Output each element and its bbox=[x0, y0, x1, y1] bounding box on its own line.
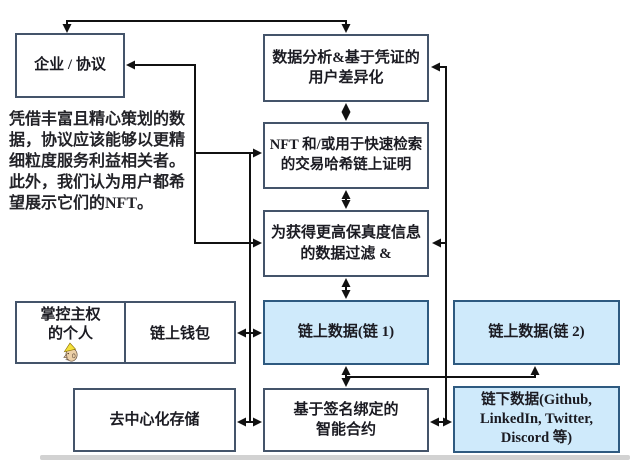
data-filter-label: 为获得更高保真度信息的数据过滤 & bbox=[270, 225, 421, 262]
onchain-data-chain2-label: 链上数据(链 2) bbox=[488, 324, 585, 341]
person-face-icon bbox=[62, 342, 77, 362]
onchain-wallet-cell: 链上钱包 bbox=[126, 303, 234, 362]
onchain-data-chain1-label: 链上数据(链 1) bbox=[297, 324, 395, 341]
decentralized-storage-box: 去中心化存储 bbox=[73, 388, 236, 452]
connector-top bbox=[66, 20, 347, 31]
smart-contract-label: 基于签名绑定的智能合约 bbox=[293, 401, 399, 438]
annotation-paragraph: 凭借丰富且精心策划的数据，协议应该能够以更精细粒度服务利益相关者。此外，我们认为… bbox=[9, 111, 186, 213]
person-wallet-box: 掌控主权的个人 链上钱包 bbox=[15, 301, 236, 364]
sovereign-person-cell: 掌控主权的个人 bbox=[17, 303, 126, 362]
bottom-edge-shade bbox=[40, 455, 630, 460]
data-analysis-label: 数据分析&基于凭证的用户差异化 bbox=[272, 49, 420, 86]
connector-chain2-feed bbox=[346, 374, 536, 378]
enterprise-protocol-box: 企业 / 协议 bbox=[15, 33, 125, 98]
sovereign-person-label: 掌控主权的个人 bbox=[40, 307, 101, 342]
onchain-data-chain2-box: 链上数据(链 2) bbox=[453, 300, 620, 365]
smart-contract-box: 基于签名绑定的智能合约 bbox=[263, 388, 429, 452]
decentralized-storage-label: 去中心化存储 bbox=[109, 411, 200, 428]
data-filter-box: 为获得更高保真度信息的数据过滤 & bbox=[263, 210, 429, 277]
nft-proof-label: NFT 和/或用于快速检索的交易哈希链上证明 bbox=[269, 136, 423, 173]
enterprise-protocol-label: 企业 / 协议 bbox=[34, 57, 106, 74]
nft-proof-box: NFT 和/或用于快速检索的交易哈希链上证明 bbox=[263, 122, 429, 189]
onchain-wallet-label: 链上钱包 bbox=[149, 326, 210, 342]
offchain-data-box: 链下数据(Github, LinkedIn, Twitter, Discord … bbox=[453, 386, 620, 453]
connector-right-vertical bbox=[438, 66, 447, 421]
offchain-data-label: 链下数据(Github, LinkedIn, Twitter, Discord … bbox=[480, 392, 593, 446]
data-analysis-box: 数据分析&基于凭证的用户差异化 bbox=[263, 34, 429, 102]
onchain-data-chain1-box: 链上数据(链 1) bbox=[263, 300, 429, 365]
